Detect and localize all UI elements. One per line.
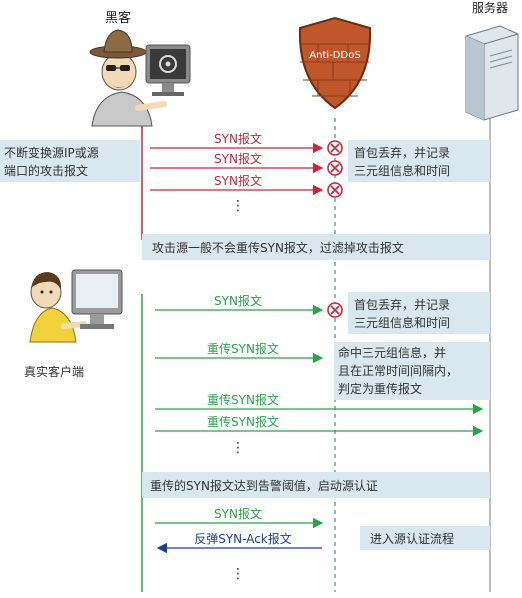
hit-tuple-line2: 且在正常时间间隔内， bbox=[338, 364, 458, 378]
gear-icon bbox=[159, 55, 177, 73]
firewall-label: Anti-DDoS bbox=[309, 50, 360, 61]
drop-first-2-line1: 首包丢弃，并记录 bbox=[354, 297, 450, 312]
drop-first-note-2 bbox=[348, 292, 490, 334]
syn-label-2: SYN报文 bbox=[214, 151, 262, 166]
resend-label-1: 重传SYN报文 bbox=[207, 341, 279, 356]
enter-auth-note bbox=[360, 526, 490, 550]
attack-source-line1: 不断变换源IP或源 bbox=[4, 145, 99, 160]
attack-filter-note bbox=[142, 234, 490, 260]
hit-tuple-line3: 判定为重传报文 bbox=[338, 381, 422, 396]
attack-source-note bbox=[0, 140, 140, 182]
server-tower-icon bbox=[465, 25, 519, 121]
legit-ellipsis-2: ⋮ bbox=[231, 566, 245, 582]
syn-label-1: SYN报文 bbox=[214, 131, 262, 146]
shield-icon bbox=[298, 16, 372, 110]
enter-auth-text: 进入源认证流程 bbox=[370, 531, 454, 546]
attack-source-line2: 端口的攻击报文 bbox=[4, 163, 88, 178]
syn-label-4: SYN报文 bbox=[214, 293, 262, 308]
drop-first-2-line2: 三元组信息和时间 bbox=[354, 315, 450, 330]
hacker-label: 黑客 bbox=[105, 10, 131, 26]
attack-ellipsis: ⋮ bbox=[231, 198, 245, 214]
drop-first-note-1 bbox=[348, 140, 490, 182]
syn-label-3: SYN报文 bbox=[214, 173, 262, 188]
drop-first-1-line2: 三元组信息和时间 bbox=[354, 163, 450, 178]
resend-label-3: 重传SYN报文 bbox=[207, 414, 279, 429]
hacker-monitor bbox=[145, 44, 191, 96]
threshold-text: 重传的SYN报文达到告警阈值，启动源认证 bbox=[150, 478, 378, 493]
client-monitor bbox=[71, 269, 123, 329]
drop-cross-icon bbox=[327, 182, 343, 198]
hit-tuple-note bbox=[334, 342, 490, 400]
drop-first-1-line1: 首包丢弃，并记录 bbox=[354, 145, 450, 160]
syn-label-5: SYN报文 bbox=[214, 506, 262, 521]
drop-cross-icon bbox=[327, 160, 343, 176]
attack-filter-text: 攻击源一般不会重传SYN报文，过滤掉攻击报文 bbox=[152, 240, 404, 255]
client-label: 真实客户端 bbox=[24, 364, 84, 379]
server-label: 服务器 bbox=[472, 0, 508, 15]
resend-label-2: 重传SYN报文 bbox=[207, 392, 279, 407]
drop-cross-icon bbox=[327, 302, 343, 318]
bounce-label: 反弹SYN-Ack报文 bbox=[194, 531, 292, 546]
threshold-note bbox=[142, 472, 490, 498]
hit-tuple-line1: 命中三元组信息，并 bbox=[338, 345, 446, 360]
client-user-figure bbox=[29, 272, 87, 343]
legit-ellipsis-1: ⋮ bbox=[231, 440, 245, 456]
drop-cross-icon bbox=[327, 140, 343, 156]
